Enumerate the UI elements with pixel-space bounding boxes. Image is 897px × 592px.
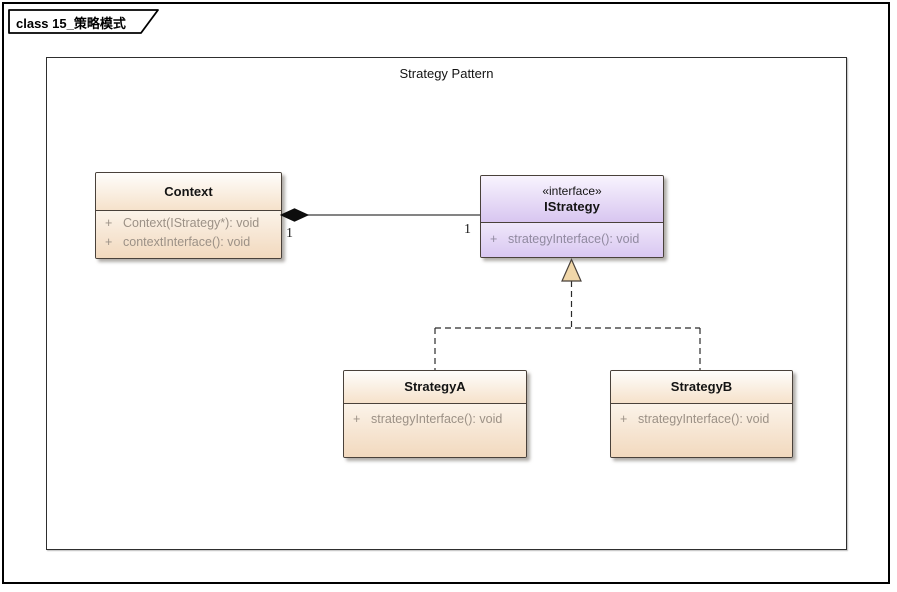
class-istrategy-name: IStrategy xyxy=(544,198,600,214)
method-row: + strategyInterface(): void xyxy=(481,230,663,249)
method-visibility: + xyxy=(490,232,498,246)
method-visibility: + xyxy=(620,412,628,426)
class-istrategy[interactable]: «interface» IStrategy + strategyInterfac… xyxy=(480,175,664,258)
method-signature: strategyInterface(): void xyxy=(371,412,503,426)
method-signature: strategyInterface(): void xyxy=(508,232,640,246)
tab-shape xyxy=(8,9,159,34)
class-strategy-a[interactable]: StrategyA + strategyInterface(): void xyxy=(343,370,527,458)
method-signature: contextInterface(): void xyxy=(123,235,251,249)
class-context[interactable]: Context + Context(IStrategy*): void + co… xyxy=(95,172,282,259)
method-row: + strategyInterface(): void xyxy=(611,410,792,429)
class-context-methods: + Context(IStrategy*): void + contextInt… xyxy=(96,211,281,258)
method-row: + strategyInterface(): void xyxy=(344,410,526,429)
method-signature: Context(IStrategy*): void xyxy=(123,216,260,230)
class-istrategy-header: «interface» IStrategy xyxy=(481,176,663,223)
class-context-header: Context xyxy=(96,173,281,211)
class-strategy-b-header: StrategyB xyxy=(611,371,792,404)
class-strategy-a-name: StrategyA xyxy=(404,379,466,394)
method-row: + Context(IStrategy*): void xyxy=(96,214,281,233)
method-visibility: + xyxy=(353,412,361,426)
class-istrategy-stereotype: «interface» xyxy=(542,183,602,198)
method-visibility: + xyxy=(105,235,113,249)
outer-border xyxy=(2,2,890,584)
method-row: + contextInterface(): void xyxy=(96,233,281,252)
class-context-name: Context xyxy=(164,183,213,199)
class-strategy-b[interactable]: StrategyB + strategyInterface(): void xyxy=(610,370,793,458)
class-istrategy-methods: + strategyInterface(): void xyxy=(481,223,663,257)
diagram-frame: Strategy Pattern xyxy=(46,57,847,550)
class-strategy-a-methods: + strategyInterface(): void xyxy=(344,404,526,457)
method-signature: strategyInterface(): void xyxy=(638,412,770,426)
class-strategy-b-methods: + strategyInterface(): void xyxy=(611,404,792,457)
class-strategy-a-header: StrategyA xyxy=(344,371,526,404)
frame-title: Strategy Pattern xyxy=(399,66,494,81)
class-strategy-b-name: StrategyB xyxy=(670,379,733,394)
diagram-tab: class 15_策略模式 xyxy=(8,9,166,35)
method-visibility: + xyxy=(105,216,113,230)
diagram-tab-label: class 15_策略模式 xyxy=(16,16,126,31)
